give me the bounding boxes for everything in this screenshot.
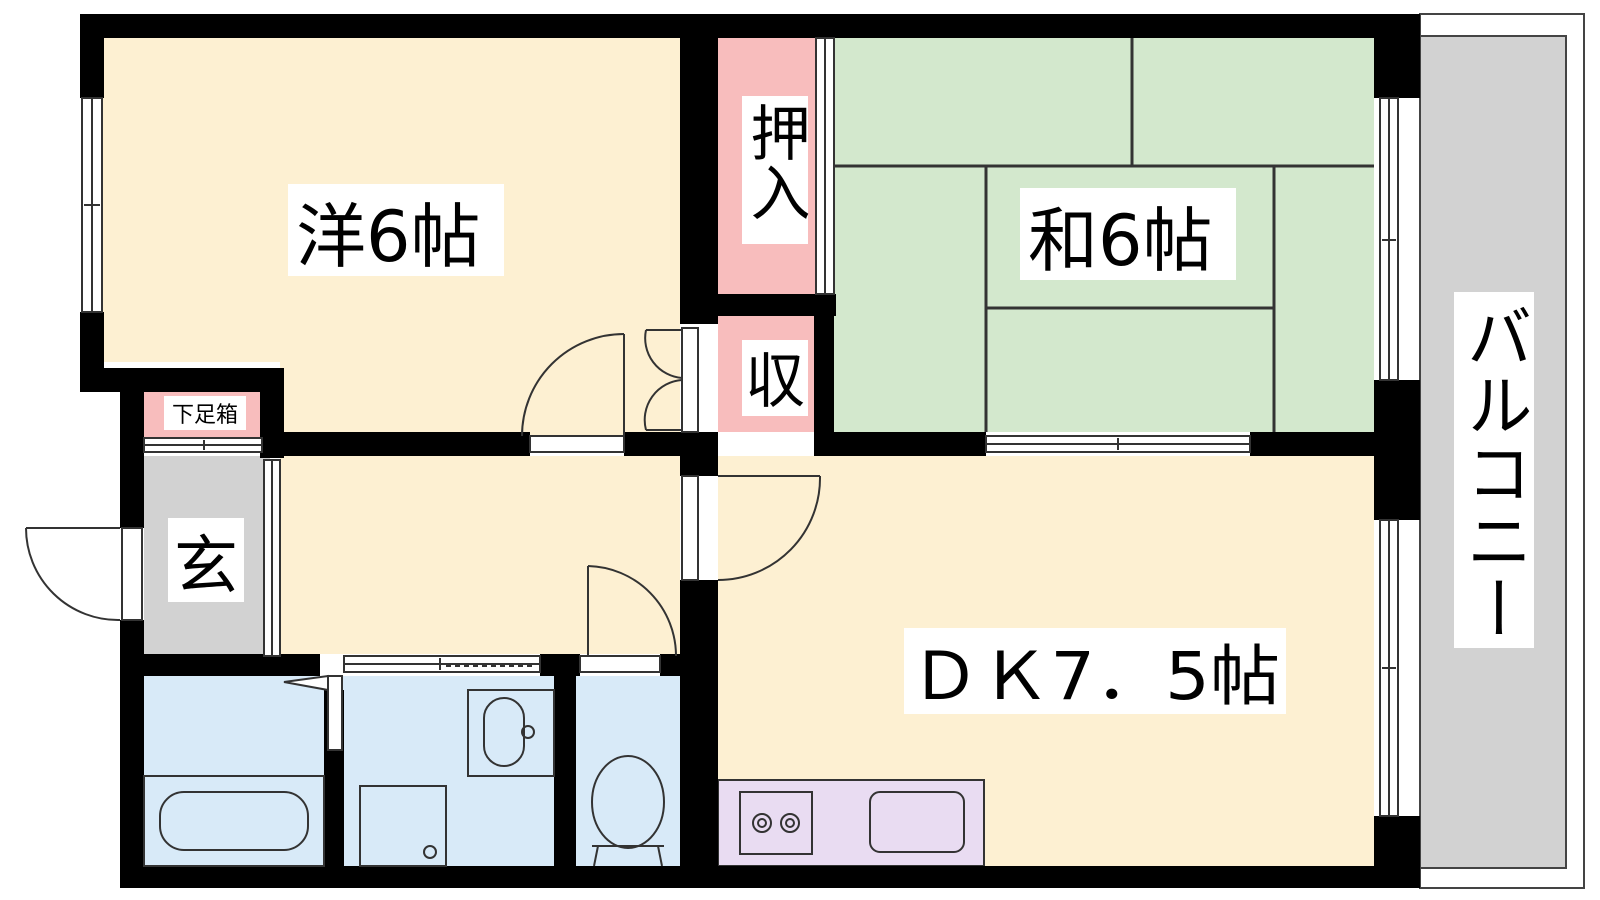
fixtures bbox=[143, 689, 965, 867]
washroom-fill bbox=[344, 676, 554, 866]
bathroom-fill bbox=[144, 676, 344, 866]
western-room-fill-lower bbox=[280, 360, 680, 436]
toilet-fill bbox=[576, 676, 680, 866]
storage-label: 収 bbox=[745, 347, 805, 417]
labels: 洋6帖 和6帖 押入 収 下足箱 玄 ＤＫ7．5帖 バルコニー bbox=[164, 96, 1534, 715]
shoe-box-label: 下足箱 bbox=[172, 403, 238, 428]
door-storage bbox=[643, 327, 699, 433]
dining-kitchen-label: ＤＫ7．5帖 bbox=[910, 638, 1280, 715]
door-toilet bbox=[579, 565, 677, 673]
closet-label: 押入 bbox=[740, 102, 810, 222]
japanese-room-label: 和6帖 bbox=[1028, 200, 1213, 282]
windows bbox=[81, 37, 1399, 817]
tatami-lines bbox=[834, 36, 1374, 432]
stove bbox=[739, 791, 813, 855]
door-dining-kitchen bbox=[681, 475, 822, 581]
toilet bbox=[591, 755, 665, 867]
door-western-room bbox=[521, 333, 625, 453]
hallway-fill bbox=[280, 456, 680, 654]
folding-door-bath bbox=[327, 675, 343, 751]
balcony-label: バルコニー bbox=[1456, 302, 1533, 642]
doors bbox=[25, 327, 822, 673]
wash-basin bbox=[467, 689, 555, 777]
walls bbox=[80, 14, 1420, 888]
door-front bbox=[25, 527, 143, 622]
kitchen-sink bbox=[869, 791, 965, 853]
sliding-doors bbox=[143, 435, 1251, 751]
washing-machine-pan bbox=[359, 785, 447, 867]
western-room-label: 洋6帖 bbox=[296, 196, 481, 278]
entrance-label: 玄 bbox=[174, 530, 238, 604]
